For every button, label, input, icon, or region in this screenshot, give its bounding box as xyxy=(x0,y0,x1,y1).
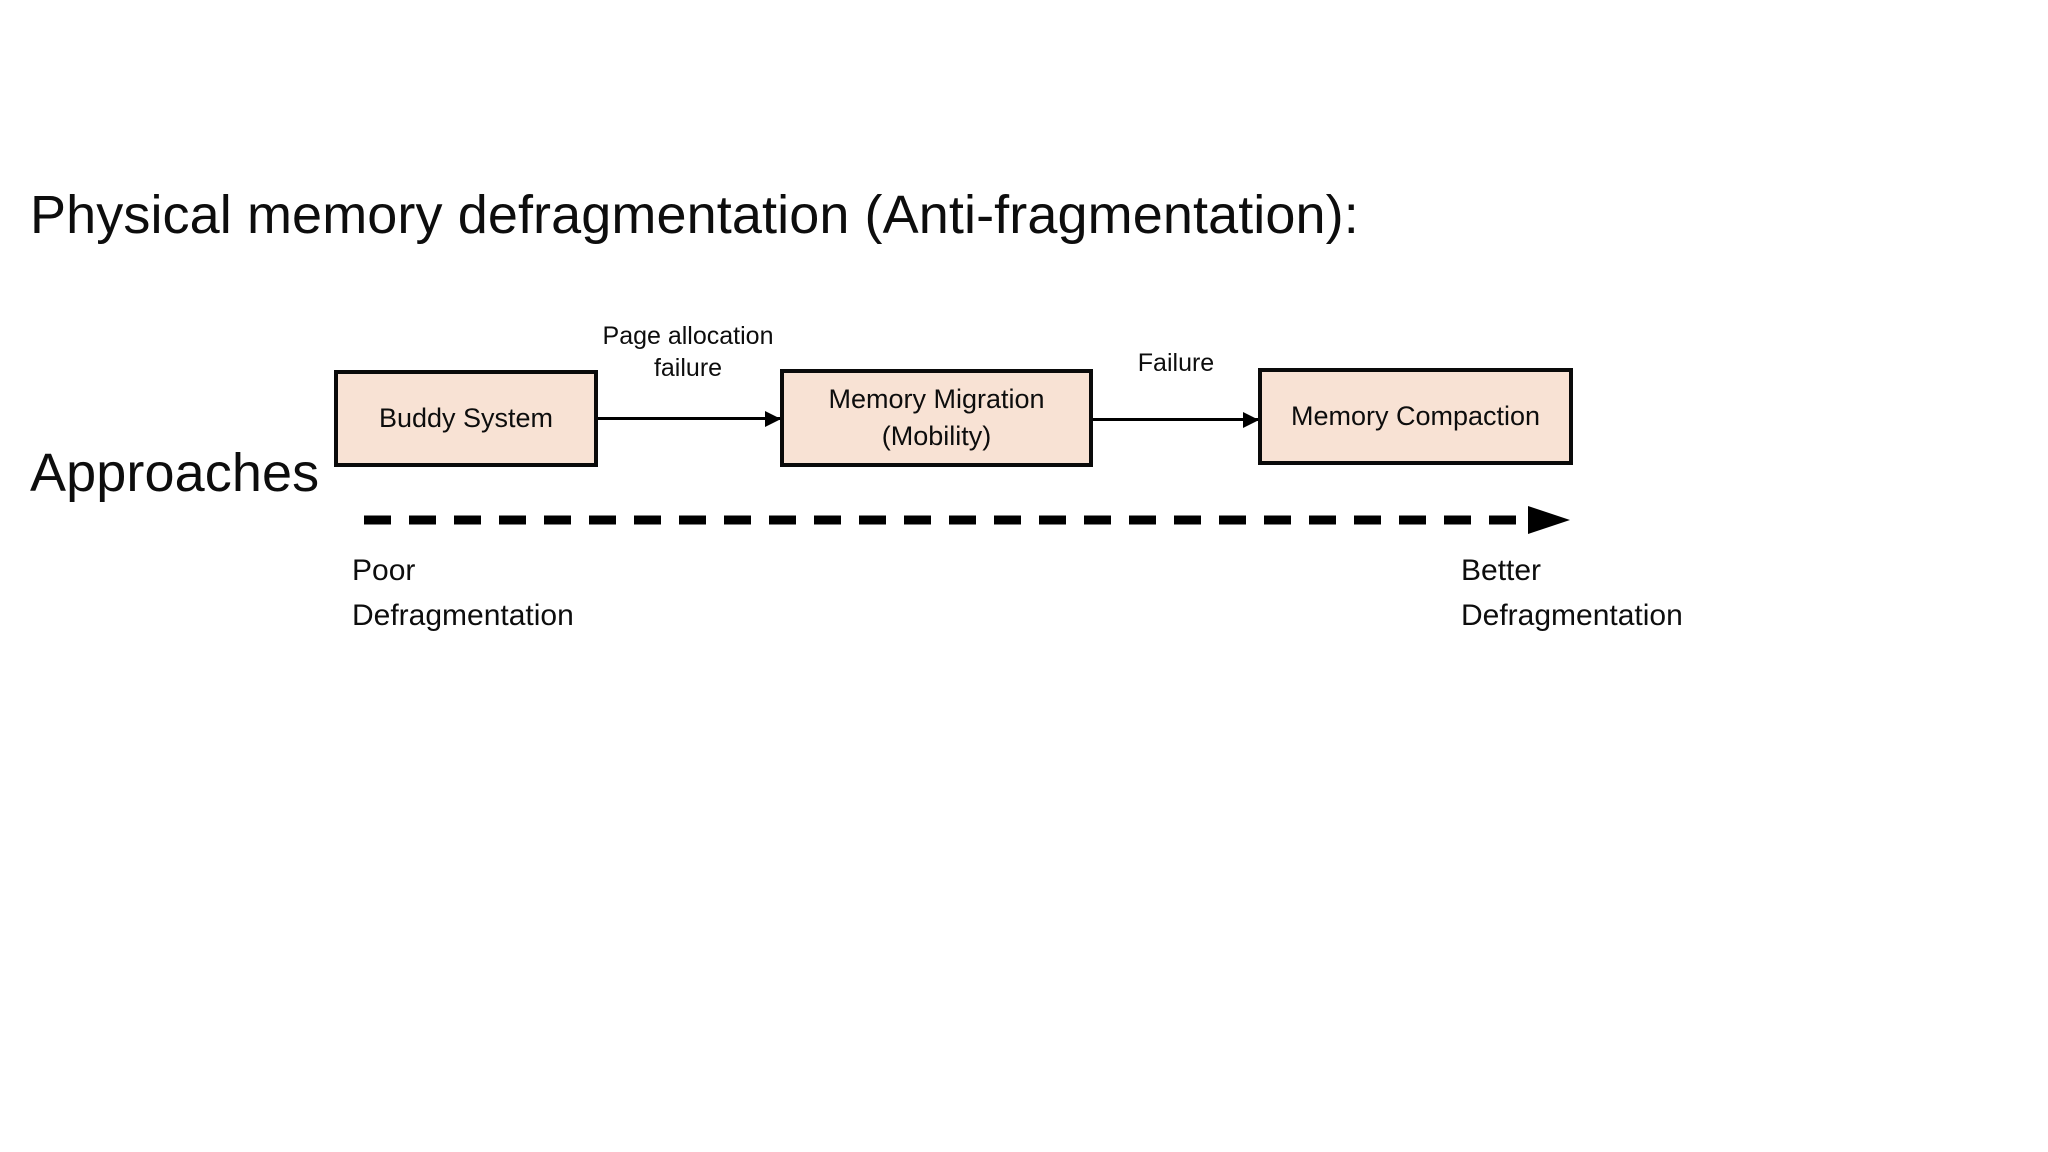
connector-label-failure: Failure xyxy=(1137,349,1215,377)
connector-label-page-allocation-failure: Page allocation failure xyxy=(602,322,774,382)
arrow-migration-to-compaction-icon xyxy=(1093,418,1258,421)
diagram-box-memory-migration: Memory Migration (Mobility) xyxy=(780,369,1093,467)
arrow-buddy-to-migration-icon xyxy=(598,417,780,420)
diagram-box-memory-migration-label: Memory Migration (Mobility) xyxy=(828,384,1045,451)
diagram-box-memory-compaction: Memory Compaction xyxy=(1258,368,1573,465)
spectrum-label-poor-defragmentation: Poor Defragmentation xyxy=(352,554,574,632)
dashed-spectrum-arrow-icon xyxy=(364,506,1570,534)
spectrum-label-better-defragmentation: Better Defragmentation xyxy=(1461,554,1683,632)
page-title: Physical memory defragmentation (Anti-fr… xyxy=(30,0,1930,602)
diagram-box-memory-compaction-label: Memory Compaction xyxy=(1290,401,1541,431)
diagram-box-buddy-system-label: Buddy System xyxy=(378,403,554,433)
page-title-line-2: Approaches xyxy=(30,443,320,503)
diagram-box-buddy-system: Buddy System xyxy=(334,370,598,467)
page-title-line-1: Physical memory defragmentation (Anti-fr… xyxy=(30,185,1359,245)
